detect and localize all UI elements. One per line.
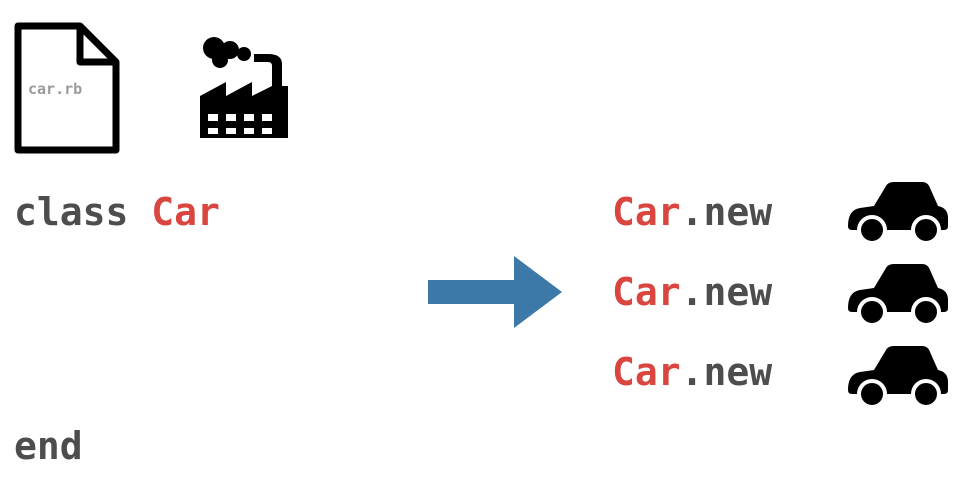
call-receiver: Car <box>612 190 681 234</box>
file-icon: car.rb <box>14 22 120 154</box>
car-new-call: Car.new <box>612 273 772 311</box>
end-keyword: end <box>14 424 83 468</box>
class-name: Car <box>151 190 220 234</box>
call-method: .new <box>680 190 773 234</box>
car-icon <box>846 344 950 410</box>
car-new-call: Car.new <box>612 353 772 391</box>
class-keyword: class <box>14 190 129 234</box>
car-icon <box>846 262 950 328</box>
call-receiver: Car <box>612 350 681 394</box>
arrow-icon <box>426 254 566 330</box>
call-method: .new <box>680 270 773 314</box>
class-declaration: class Car <box>14 193 220 231</box>
call-method: .new <box>680 350 773 394</box>
factory-icon <box>196 34 292 138</box>
call-receiver: Car <box>612 270 681 314</box>
file-name-label: car.rb <box>28 80 83 98</box>
car-icon <box>846 180 950 246</box>
car-new-call: Car.new <box>612 193 772 231</box>
